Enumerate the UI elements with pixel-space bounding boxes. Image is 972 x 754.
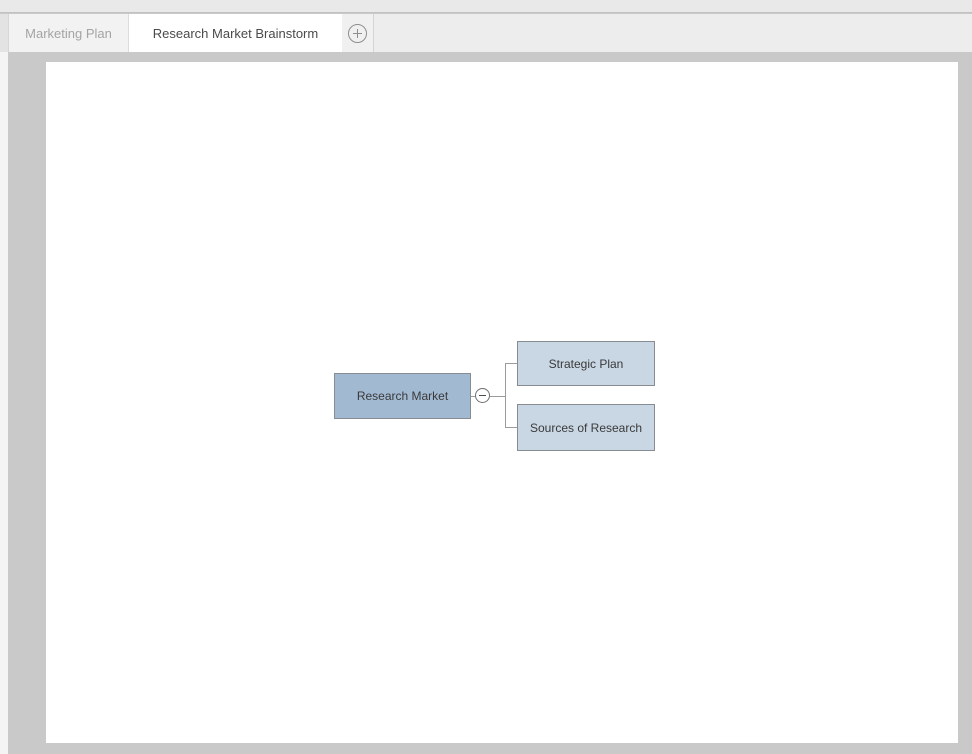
connector-stub-sources-of-research bbox=[505, 427, 517, 428]
tab-marketing-plan[interactable]: Marketing Plan bbox=[9, 14, 129, 52]
connector-root-stub bbox=[471, 396, 475, 397]
document-tab-bar: Marketing Plan Research Market Brainstor… bbox=[0, 14, 972, 52]
canvas-workspace: Research Market Strategic Plan Sources o… bbox=[0, 52, 972, 754]
tab-bar-left-edge bbox=[0, 14, 9, 52]
node-label: Research Market bbox=[356, 389, 449, 403]
collapse-toggle-button[interactable] bbox=[475, 388, 490, 403]
tab-label: Research Market Brainstorm bbox=[152, 25, 319, 41]
tab-label: Marketing Plan bbox=[25, 25, 112, 41]
node-strategic-plan[interactable]: Strategic Plan bbox=[517, 341, 655, 386]
circled-plus-icon bbox=[348, 23, 367, 43]
connector-stub-strategic-plan bbox=[505, 363, 517, 364]
node-sources-of-research[interactable]: Sources of Research bbox=[517, 404, 655, 451]
node-research-market[interactable]: Research Market bbox=[334, 373, 471, 419]
node-label: Strategic Plan bbox=[548, 356, 624, 371]
node-label: Sources of Research bbox=[529, 420, 643, 435]
connector-mid-stub bbox=[490, 396, 505, 397]
tab-research-market-brainstorm[interactable]: Research Market Brainstorm bbox=[129, 14, 342, 52]
minus-icon bbox=[479, 395, 486, 396]
connector-vertical bbox=[505, 363, 506, 428]
add-tab-button[interactable] bbox=[342, 14, 374, 52]
window-top-strip bbox=[0, 0, 972, 13]
left-gutter bbox=[0, 52, 8, 754]
canvas-page[interactable]: Research Market Strategic Plan Sources o… bbox=[46, 62, 958, 743]
